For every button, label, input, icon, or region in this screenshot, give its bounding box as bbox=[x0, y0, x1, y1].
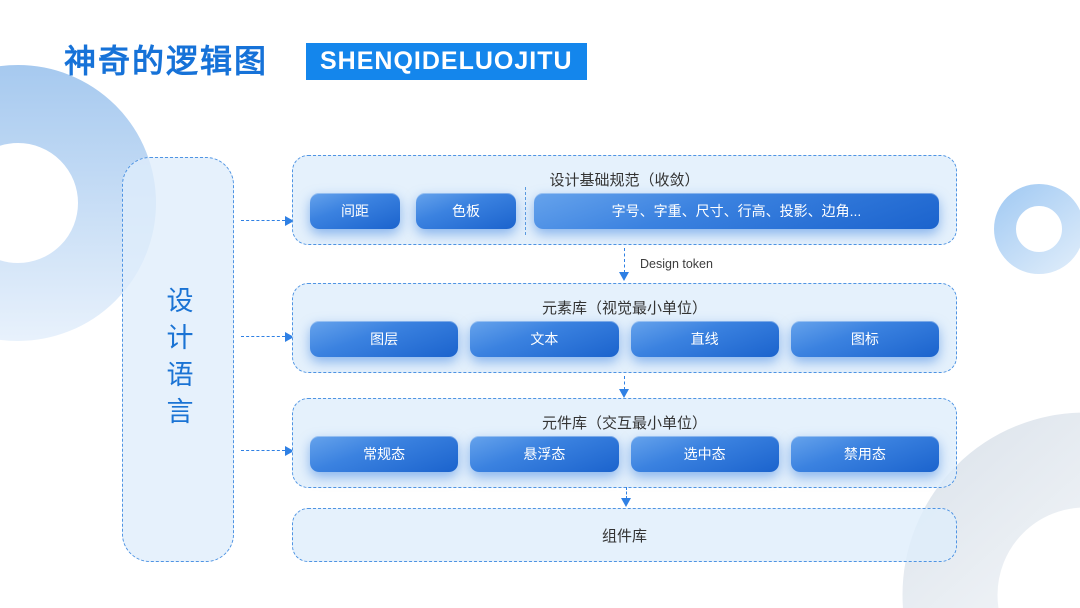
design-token-label: Design token bbox=[640, 257, 713, 271]
chip-typography-specs[interactable]: 字号、字重、尺寸、行高、投影、边角... bbox=[534, 193, 939, 229]
page-title: 神奇的逻辑图 bbox=[64, 43, 269, 79]
connector-arrow-down-design-token bbox=[619, 248, 630, 281]
chip-disabled-state[interactable]: 禁用态 bbox=[790, 436, 939, 472]
title-badge: SHENQIDELUOJITU bbox=[306, 43, 587, 80]
chip-line[interactable]: 直线 bbox=[630, 321, 779, 357]
chip-row: 常规态 悬浮态 选中态 禁用态 bbox=[310, 436, 939, 472]
chip-spacing[interactable]: 间距 bbox=[310, 193, 400, 229]
connector-arrow-right-2 bbox=[241, 331, 294, 342]
chip-hover-state[interactable]: 悬浮态 bbox=[470, 436, 619, 472]
chip-layer[interactable]: 图层 bbox=[310, 321, 459, 357]
chip-color-palette[interactable]: 色板 bbox=[416, 193, 516, 229]
ring-top-left bbox=[0, 65, 156, 341]
connector-arrow-down-2 bbox=[619, 376, 630, 398]
chip-normal-state[interactable]: 常规态 bbox=[310, 436, 459, 472]
chip-text[interactable]: 文本 bbox=[470, 321, 619, 357]
dashed-divider bbox=[525, 187, 526, 235]
connector-arrow-down-3 bbox=[621, 487, 632, 507]
sidebar-label: 设计语言 bbox=[162, 285, 193, 434]
panel-title: 设计基础规范（收敛） bbox=[549, 172, 700, 189]
chip-selected-state[interactable]: 选中态 bbox=[630, 436, 779, 472]
panel-title: 元素库（视觉最小单位） bbox=[541, 300, 707, 317]
panel-component-library: 组件库 bbox=[292, 508, 957, 562]
sidebar-design-language: 设计语言 bbox=[122, 157, 234, 562]
chip-row: 图层 文本 直线 图标 bbox=[310, 321, 939, 357]
panel-widget-library: 元件库（交互最小单位） 常规态 悬浮态 选中态 禁用态 bbox=[292, 398, 957, 488]
chip-icon[interactable]: 图标 bbox=[790, 321, 939, 357]
connector-arrow-right-1 bbox=[241, 215, 294, 226]
panel-design-base-specs: 设计基础规范（收敛） 间距 色板 字号、字重、尺寸、行高、投影、边角... bbox=[292, 155, 957, 245]
panel-title: 元件库（交互最小单位） bbox=[541, 415, 707, 432]
connector-arrow-right-3 bbox=[241, 445, 294, 456]
panel-element-library: 元素库（视觉最小单位） 图层 文本 直线 图标 bbox=[292, 283, 957, 373]
panel-title: 组件库 bbox=[601, 527, 647, 545]
chip-row: 间距 色板 字号、字重、尺寸、行高、投影、边角... bbox=[310, 187, 939, 235]
ring-right bbox=[994, 184, 1080, 274]
ring-bottom-right bbox=[902, 412, 1080, 608]
